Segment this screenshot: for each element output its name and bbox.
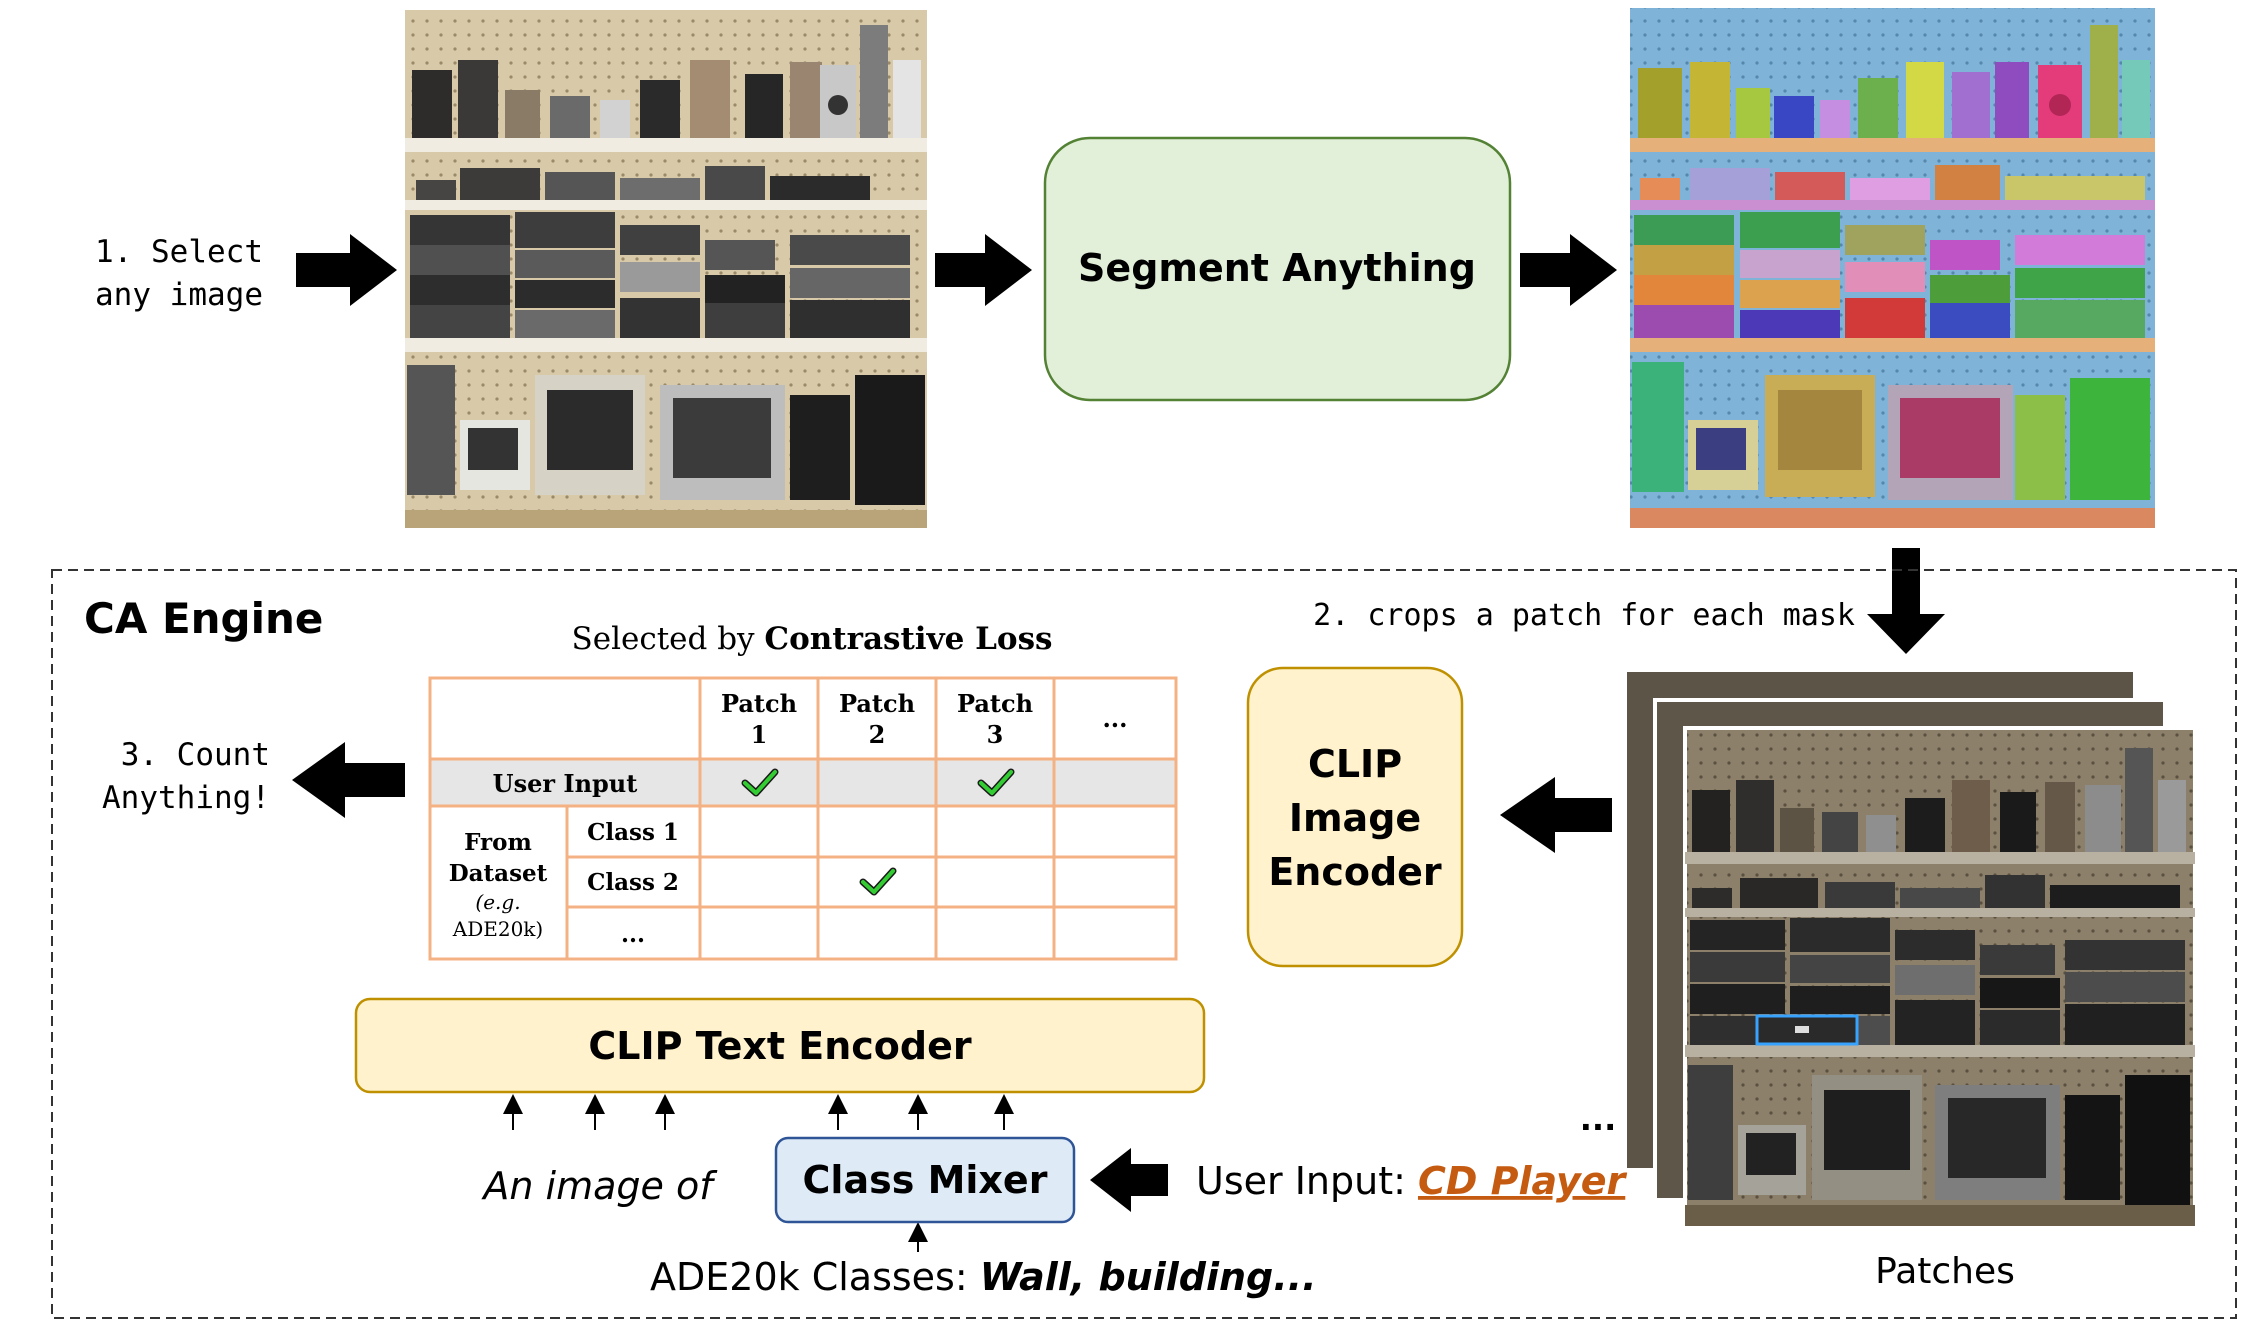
clip-text-encoder-label: CLIP Text Encoder bbox=[588, 1024, 971, 1068]
header-patch-3-line1: Patch bbox=[957, 689, 1033, 718]
user-input-row-fill bbox=[430, 759, 1176, 806]
step-count-line1: 3. Count bbox=[121, 737, 270, 773]
check-icon-class2-patch2 bbox=[861, 869, 895, 894]
token-arrows bbox=[503, 1094, 1014, 1252]
table-caption: Selected by Contrastive Loss bbox=[571, 621, 1052, 657]
ade-classes-text: ADE20k Classes: Wall, building... bbox=[650, 1255, 1317, 1299]
row-class-1-label: Class 1 bbox=[587, 819, 679, 846]
ca-engine-title: CA Engine bbox=[84, 594, 323, 643]
patches-stack bbox=[1623, 668, 2197, 1228]
arrow-to-image bbox=[296, 234, 397, 306]
arrow-to-count bbox=[292, 742, 405, 818]
arrow-to-sam bbox=[935, 234, 1032, 306]
header-patch-2-line2: 2 bbox=[869, 720, 886, 749]
patches-label: Patches bbox=[1875, 1251, 2015, 1292]
class-mixer-label: Class Mixer bbox=[803, 1158, 1048, 1202]
class-mixer-box bbox=[774, 1136, 1076, 1224]
step-count-line2: Anything! bbox=[102, 780, 270, 816]
table-caption-bold: Contrastive Loss bbox=[764, 621, 1052, 657]
check-icon-user-patch1 bbox=[743, 770, 777, 795]
patches-ellipsis: ... bbox=[1580, 1100, 1616, 1138]
ca-engine-frame bbox=[51, 569, 2237, 1319]
row-class-ellipsis: ... bbox=[621, 921, 645, 948]
arrow-down-to-patches bbox=[1867, 548, 1945, 654]
header-patch-1-line1: Patch bbox=[721, 689, 797, 718]
similarity-table: Patch 1 Patch 2 Patch 3 ... User Input F… bbox=[428, 676, 1178, 961]
step-crops-label: 2. crops a patch for each mask bbox=[1313, 598, 1855, 633]
step-select-line2: any image bbox=[95, 277, 263, 313]
header-patch-2-line1: Patch bbox=[839, 689, 915, 718]
from-dataset-line4: ADE20k) bbox=[452, 917, 543, 941]
header-ellipsis: ... bbox=[1102, 704, 1127, 733]
header-patch-3-line2: 3 bbox=[987, 720, 1004, 749]
from-dataset-line2: Dataset bbox=[449, 860, 548, 887]
step-select-line1: 1. Select bbox=[95, 234, 263, 270]
header-patch-1-line2: 1 bbox=[751, 720, 768, 749]
user-input-value: CD Player bbox=[1418, 1159, 1628, 1203]
clip-image-encoder-line2: Image bbox=[1289, 796, 1421, 840]
user-input-text: User Input: CD Player bbox=[1196, 1159, 1628, 1203]
user-input-label: User Input: bbox=[1196, 1159, 1418, 1203]
prompt-prefix: An image of bbox=[480, 1164, 718, 1208]
from-dataset-line1: From bbox=[464, 829, 532, 856]
clip-image-encoder-line3: Encoder bbox=[1268, 850, 1442, 894]
clip-image-encoder-line1: CLIP bbox=[1308, 742, 1402, 786]
shelf-photo bbox=[405, 10, 927, 528]
arrow-to-class-mixer bbox=[1090, 1148, 1168, 1212]
segment-anything-box bbox=[1043, 136, 1512, 402]
table-caption-prefix: Selected by bbox=[571, 621, 764, 657]
segment-anything-label: Segment Anything bbox=[1078, 246, 1476, 290]
check-icon-user-patch3 bbox=[979, 770, 1013, 795]
ade-classes-value: Wall, building... bbox=[980, 1255, 1317, 1299]
clip-text-encoder-box bbox=[354, 997, 1206, 1094]
arrow-to-masks bbox=[1520, 234, 1617, 306]
ade-classes-label: ADE20k Classes: bbox=[650, 1255, 980, 1299]
row-user-input-label: User Input bbox=[493, 769, 638, 798]
row-class-2-label: Class 2 bbox=[587, 869, 679, 896]
segmented-photo bbox=[1630, 8, 2155, 528]
arrow-to-image-encoder bbox=[1500, 777, 1612, 853]
from-dataset-line3: (e.g. bbox=[475, 890, 520, 914]
clip-image-encoder-box bbox=[1246, 666, 1464, 968]
